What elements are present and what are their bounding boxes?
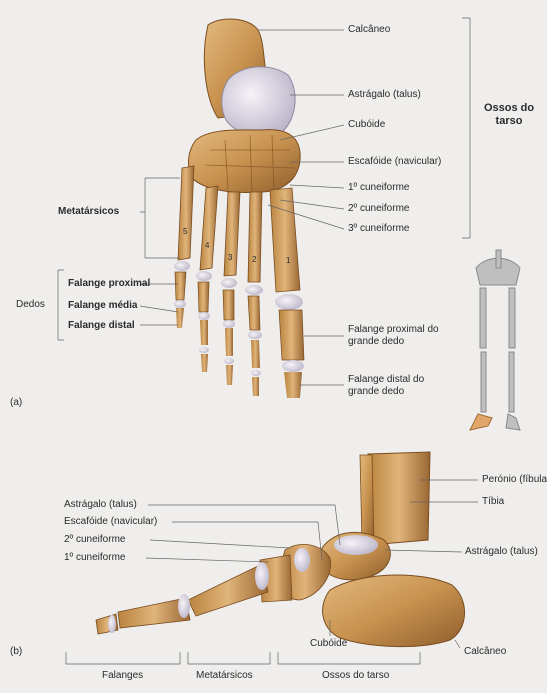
digit-number-3: 3: [228, 252, 232, 264]
label-b-peronio: Perónio (fíbula): [482, 474, 547, 486]
foot-dorsal-view: [174, 19, 304, 398]
label-cuneiforme-2: 2º cuneiforme: [348, 203, 409, 215]
label-falange-distal-grande-dedo: Falange distal do grande dedo: [348, 374, 448, 398]
label-b-cuneiforme-2: 2º cuneiforme: [64, 534, 125, 546]
skeleton-legs-icon: [470, 250, 520, 430]
label-b-ossos-do-tarso: Ossos do tarso: [322, 670, 389, 682]
label-b-falanges: Falanges: [102, 670, 143, 682]
foot-lateral-view: [96, 452, 465, 647]
group-ossos-do-tarso: Ossos do tarso: [478, 102, 540, 128]
label-b-tibia: Tíbia: [482, 496, 504, 508]
panel-b-tag: (b): [10, 646, 22, 658]
label-falange-proximal: Falange proximal: [68, 278, 150, 290]
panel-a-tag: (a): [10, 397, 22, 409]
label-cuboide: Cubóide: [348, 119, 385, 131]
digit-number-1: 1: [286, 255, 290, 267]
label-cuneiforme-1: 1º cuneiforme: [348, 182, 409, 194]
label-falange-media: Falange média: [68, 300, 137, 312]
label-b-metatarsicos: Metatársicos: [196, 670, 253, 682]
digit-number-2: 2: [252, 254, 256, 266]
label-escafoide: Escafóide (navicular): [348, 156, 441, 168]
label-calcaneo: Calcâneo: [348, 24, 390, 36]
digit-number-5: 5: [183, 226, 187, 238]
label-b-cuneiforme-1: 1º cuneiforme: [64, 552, 125, 564]
label-b-escafoide: Escafóide (navicular): [64, 516, 157, 528]
label-b-cuboide: Cubóide: [310, 638, 347, 650]
label-metatarsicos: Metatársicos: [58, 206, 119, 218]
label-b-astragalo-right: Astrágalo (talus): [465, 546, 538, 558]
label-cuneiforme-3: 3º cuneiforme: [348, 223, 409, 235]
label-falange-distal: Falange distal: [68, 320, 135, 332]
label-falange-proximal-grande-dedo: Falange proximal do grande dedo: [348, 324, 458, 348]
digit-number-4: 4: [205, 240, 209, 252]
label-astragalo: Astrágalo (talus): [348, 89, 421, 101]
label-dedos: Dedos: [16, 299, 45, 311]
label-b-calcaneo: Calcâneo: [464, 646, 506, 658]
label-b-astragalo: Astrágalo (talus): [64, 499, 137, 511]
